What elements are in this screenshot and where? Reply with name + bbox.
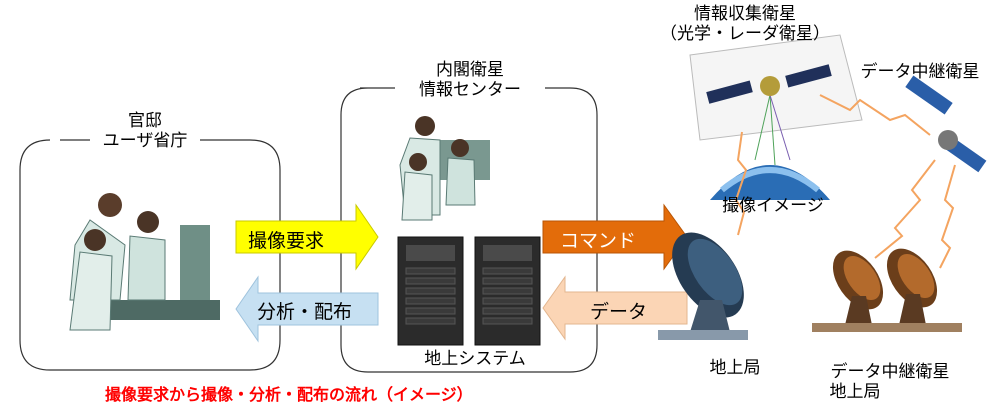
kantei-box — [19, 139, 281, 371]
request-arrow-label: 撮像要求 — [248, 230, 325, 252]
ground-station-icon — [658, 232, 748, 340]
analysis-arrow-label: 分析・配布 — [257, 301, 353, 323]
optical-radar-label: （光学・レーダ衛星） — [660, 24, 830, 44]
flow-caption: 撮像要求から撮像・分析・配布の流れ（イメージ） — [105, 385, 473, 404]
satellite-image — [689, 34, 863, 200]
server-2-icon — [474, 236, 541, 346]
info-satellite-icon — [706, 64, 832, 104]
users-illustration — [69, 193, 220, 331]
relay-ground-label-2: 地上局 — [829, 382, 881, 402]
kantei-label: 官邸 — [128, 111, 162, 131]
user-ministries-label: ユーザ省庁 — [102, 131, 188, 151]
data-arrow-label: データ — [590, 301, 648, 323]
ground-system-label: 地上システム — [424, 349, 526, 369]
ground-station-label: 地上局 — [709, 358, 761, 378]
relay-satellite-icon — [905, 75, 987, 173]
relay-ground-station-icon — [812, 248, 962, 332]
request-arrow — [235, 203, 379, 271]
server-1-icon — [397, 236, 464, 346]
comm-links — [734, 94, 956, 269]
analysis-arrow — [235, 275, 379, 343]
info-center-label: 情報センター — [419, 80, 521, 100]
cabinet-box — [340, 87, 598, 373]
relay-ground-label-1: データ中継衛星 — [830, 362, 950, 382]
info-satellite-label: 情報収集衛星 — [694, 4, 796, 24]
data-arrow — [542, 275, 688, 341]
cabinet-satellite-label: 内閣衛星 — [436, 60, 504, 80]
relay-satellite-label: データ中継衛星 — [860, 62, 980, 82]
staff-illustration — [399, 116, 490, 221]
image-label: 撮像イメージ — [722, 196, 824, 216]
command-arrow-label: コマンド — [560, 230, 637, 252]
